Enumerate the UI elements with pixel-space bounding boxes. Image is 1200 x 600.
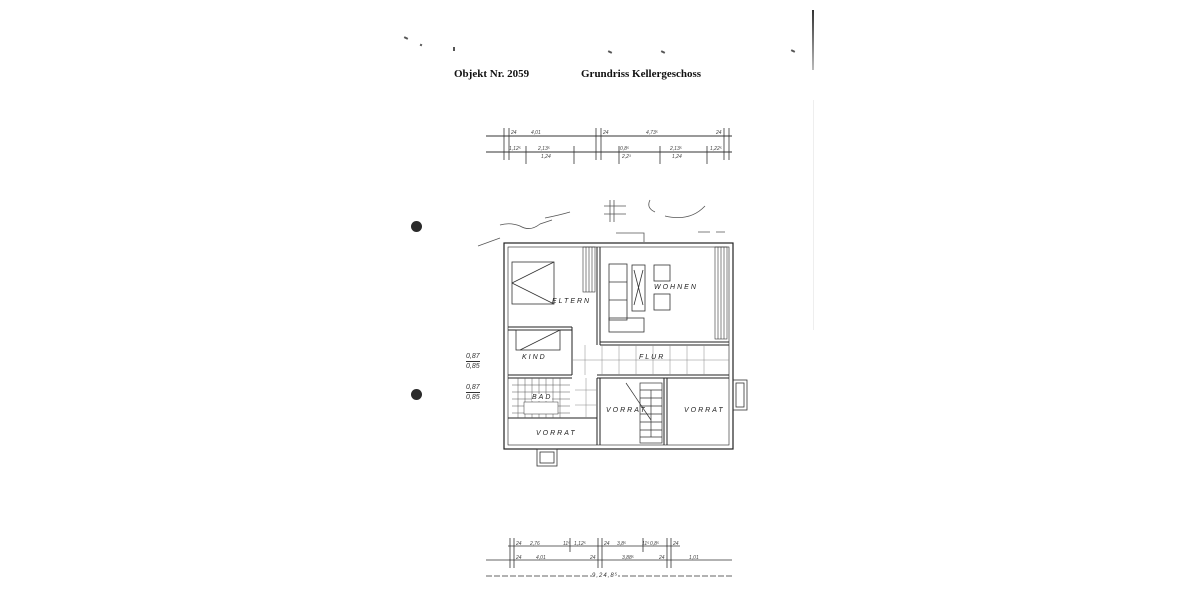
page-edge-line: [812, 10, 814, 70]
side-note-2: 0,87 0,85: [466, 383, 480, 402]
room-label-vorrat-center: VORRAT: [606, 407, 647, 414]
svg-text:2,76: 2,76: [529, 541, 540, 547]
room-label-eltern: ELTERN: [552, 298, 592, 305]
svg-text:0,8⁵: 0,8⁵: [650, 541, 659, 547]
object-number: Objekt Nr. 2059: [454, 68, 530, 80]
svg-text:4,01: 4,01: [531, 130, 541, 136]
room-label-wohnen: WOHNEN: [654, 284, 698, 291]
svg-text:4,73⁵: 4,73⁵: [646, 130, 658, 136]
svg-text:24: 24: [602, 130, 609, 136]
svg-text:24: 24: [515, 541, 522, 547]
svg-text:1,12⁵: 1,12⁵: [509, 146, 521, 152]
svg-text:2,2³: 2,2³: [621, 154, 631, 160]
svg-text:24: 24: [515, 555, 522, 561]
svg-text:11⁵: 11⁵: [563, 541, 570, 547]
svg-text:24: 24: [510, 130, 517, 136]
total-dimension: 9,24,8⁵: [592, 572, 619, 581]
side-note-1: 0,87 0,85: [466, 352, 480, 371]
svg-text:24: 24: [672, 541, 679, 547]
svg-text:24: 24: [715, 130, 722, 136]
room-label-bad: BAD: [532, 394, 553, 401]
side-note-denominator: 0,85: [466, 394, 480, 401]
svg-text:4,01: 4,01: [536, 555, 546, 561]
plan-title: Grundriss Kellergeschoss: [581, 68, 702, 80]
punch-hole-top: [411, 221, 422, 232]
svg-text:2,13⁵: 2,13⁵: [537, 146, 550, 152]
svg-text:1,12⁵: 1,12⁵: [574, 541, 586, 547]
svg-text:1,22⁵: 1,22⁵: [710, 146, 722, 152]
room-label-kind: KIND: [522, 354, 547, 361]
scan-speck: [453, 47, 455, 51]
room-label-flur: FLUR: [639, 354, 666, 361]
side-note-numerator: 0,87: [466, 384, 480, 393]
svg-text:3,88⁵: 3,88⁵: [622, 555, 634, 561]
svg-text:1,24: 1,24: [672, 154, 682, 160]
room-label-vorrat-left: VORRAT: [536, 430, 577, 437]
side-note-numerator: 0,87: [466, 353, 480, 362]
svg-text:0,8⁵: 0,8⁵: [620, 146, 629, 152]
svg-text:3,8⁵: 3,8⁵: [617, 541, 626, 547]
punch-hole-bottom: [411, 389, 422, 400]
svg-text:24: 24: [658, 555, 665, 561]
svg-text:2,13⁵: 2,13⁵: [669, 146, 682, 152]
svg-text:24: 24: [603, 541, 610, 547]
svg-text:11⁵: 11⁵: [642, 541, 649, 547]
svg-text:1,24: 1,24: [541, 154, 551, 160]
svg-text:1,01: 1,01: [689, 555, 699, 561]
svg-text:24: 24: [589, 555, 596, 561]
side-note-denominator: 0,85: [466, 363, 480, 370]
page-edge-line: [813, 100, 814, 330]
room-label-vorrat-right: VORRAT: [684, 407, 725, 414]
